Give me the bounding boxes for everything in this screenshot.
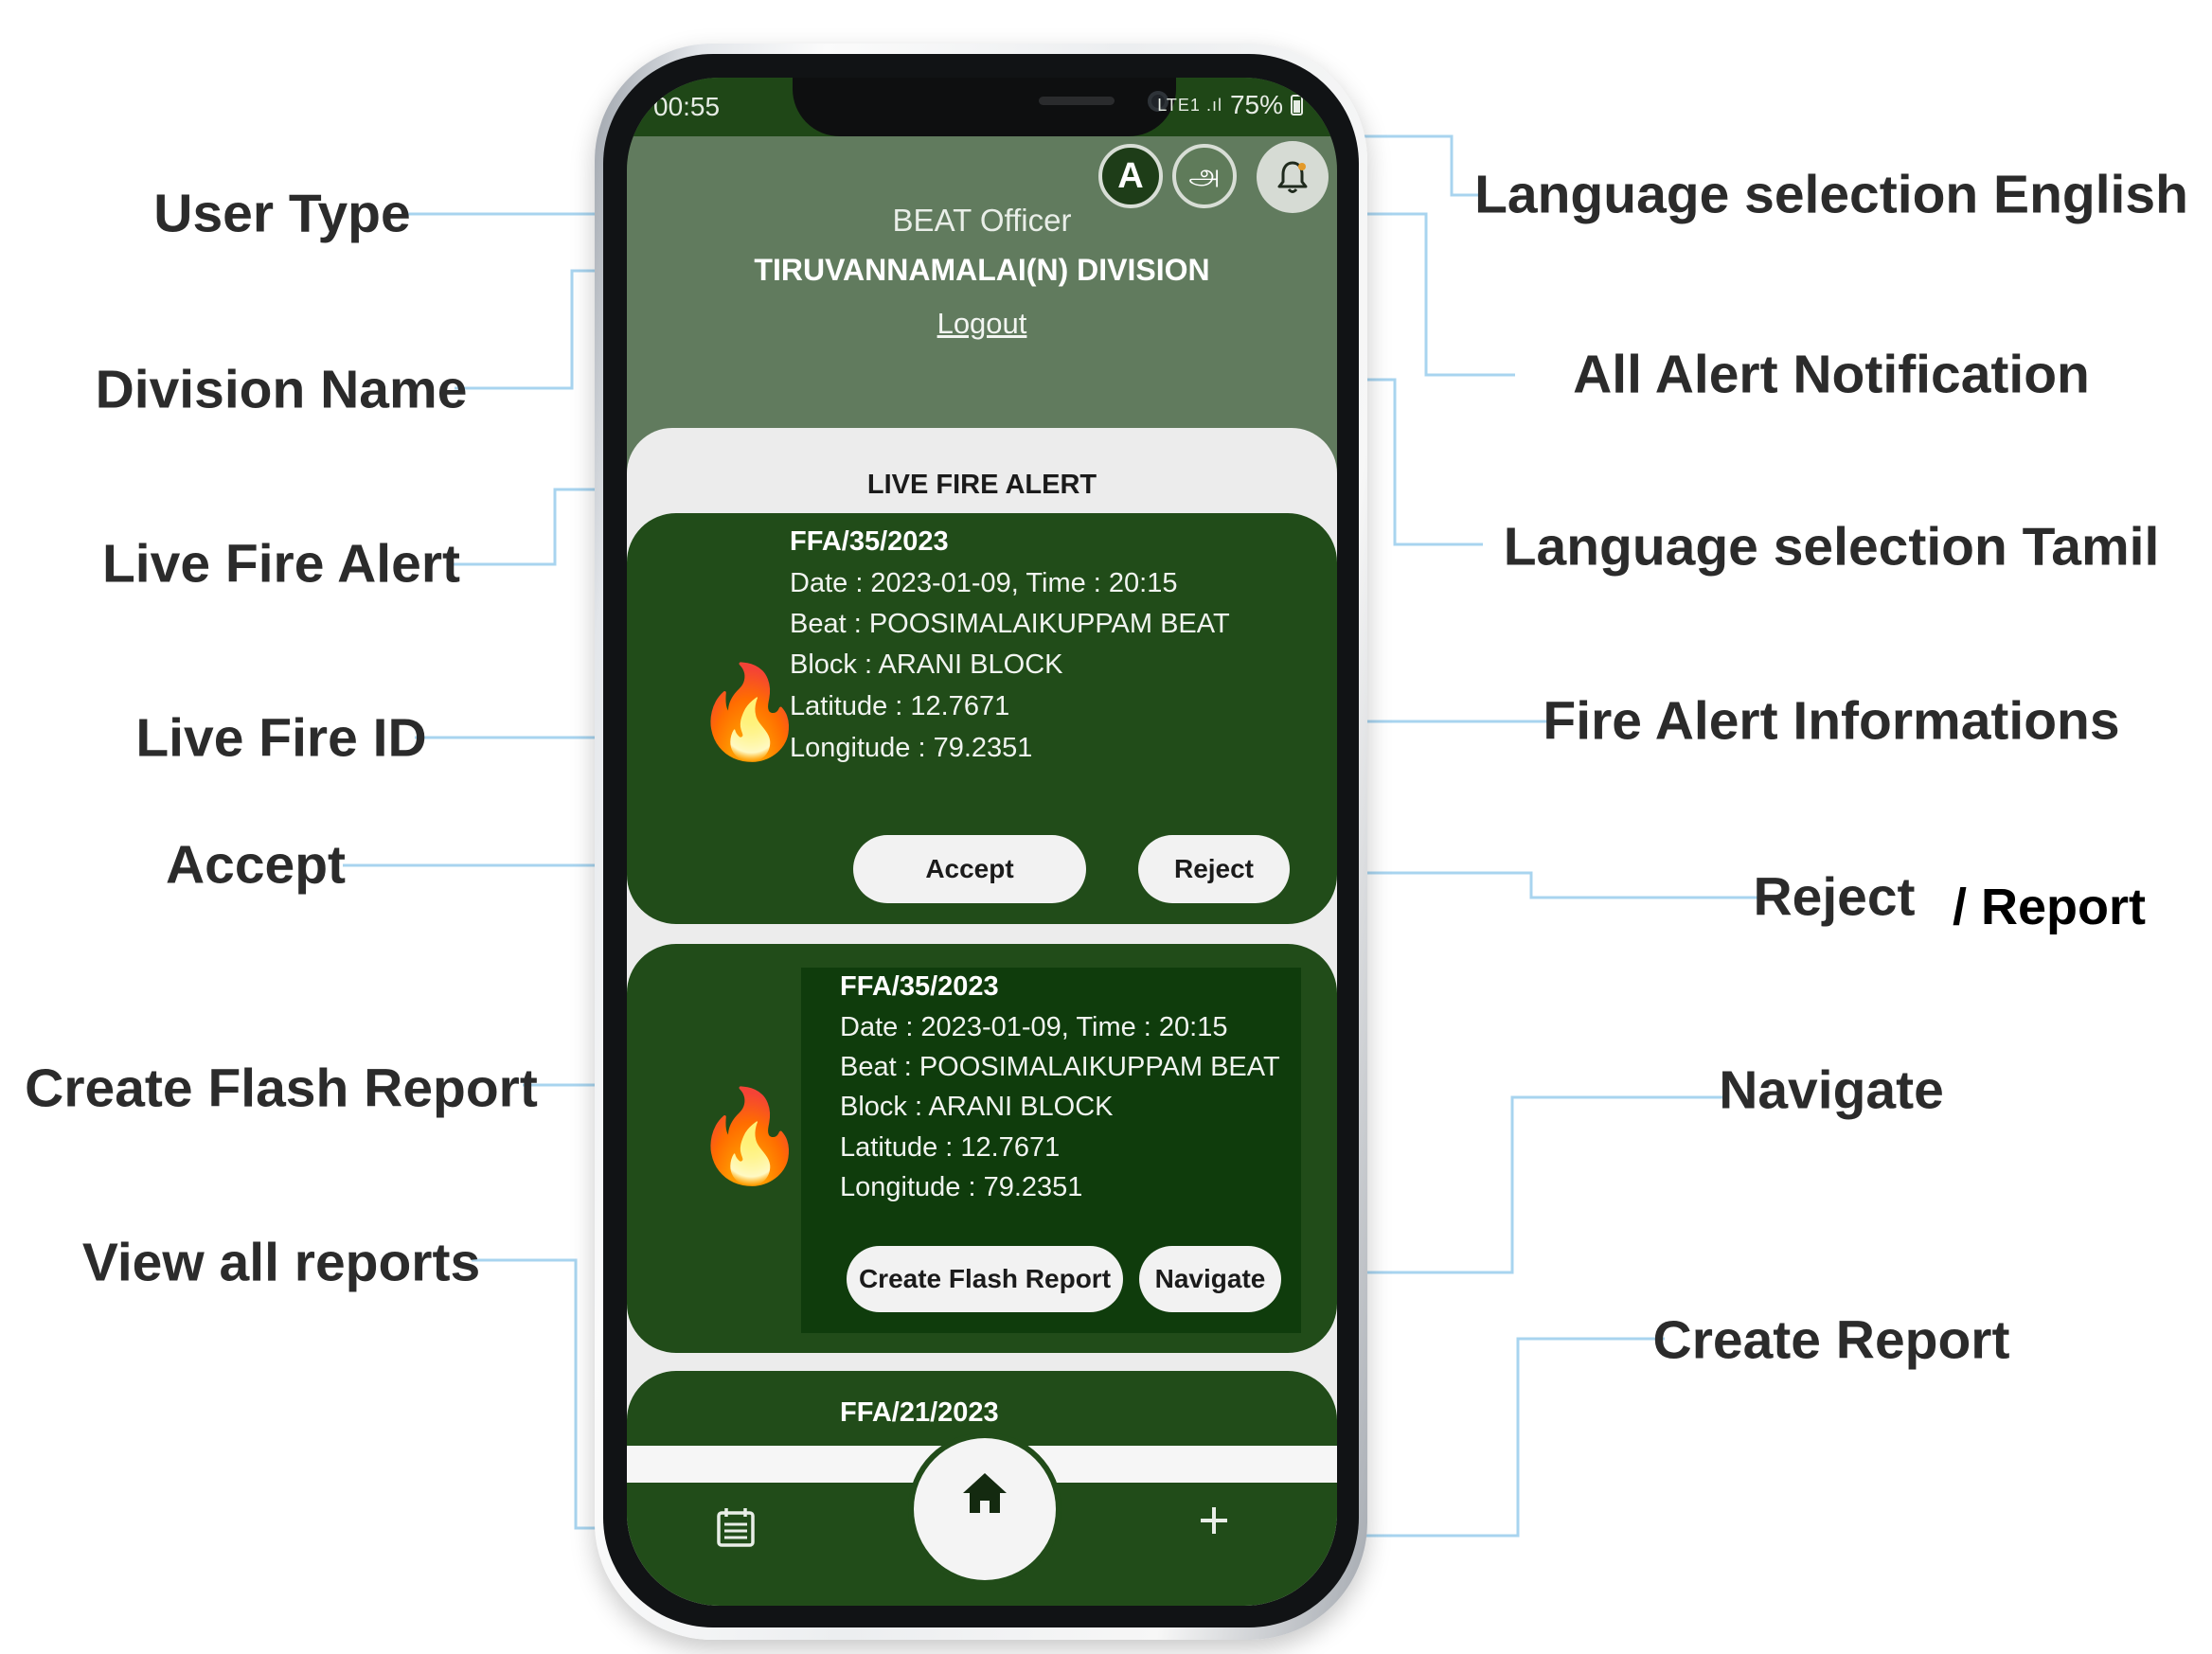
navigate-button[interactable]: Navigate xyxy=(1139,1246,1281,1312)
callout-navigate: Navigate xyxy=(1719,1059,1944,1121)
create-report-button[interactable] xyxy=(1195,1502,1233,1539)
fire-alert-longitude: Longitude : 79.2351 xyxy=(790,733,1033,763)
fire-alert-longitude: Longitude : 79.2351 xyxy=(840,1172,1083,1202)
fire-alert-id: FFA/35/2023 xyxy=(790,526,949,557)
plus-icon xyxy=(1201,1507,1227,1534)
language-english-button[interactable]: A xyxy=(1098,144,1163,208)
fire-alert-latitude: Latitude : 12.7671 xyxy=(840,1132,1061,1163)
callout-user-type: User Type xyxy=(153,183,411,244)
callout-accept: Accept xyxy=(165,834,347,896)
fire-alert-beat: Beat : POOSIMALAIKUPPAM BEAT xyxy=(840,1052,1280,1082)
bell-icon xyxy=(1277,161,1308,193)
user-type-label: BEAT Officer xyxy=(892,203,1072,238)
callout-report: / Report xyxy=(1952,879,2147,935)
section-title: LIVE FIRE ALERT xyxy=(866,470,1097,500)
status-bar: 00:55 LTE1 .ıl 75% xyxy=(627,78,1337,136)
fire-alert-id: FFA/21/2023 xyxy=(840,1397,999,1428)
fire-alert-latitude: Latitude : 12.7671 xyxy=(790,691,1010,721)
callout-reject: Reject xyxy=(1753,866,1916,928)
callout-all-alert-notification: All Alert Notification xyxy=(1573,344,2090,405)
callout-division-name: Division Name xyxy=(95,359,468,420)
callout-create-flash-report: Create Flash Report xyxy=(25,1058,538,1119)
home-button[interactable] xyxy=(914,1438,1056,1580)
signal-icon: LTE1 .ıl xyxy=(1157,95,1222,115)
fire-alert-date-time: Date : 2023-01-09, Time : 20:15 xyxy=(840,1012,1228,1042)
calendar-list-icon xyxy=(717,1508,755,1547)
fire-alert-id: FFA/35/2023 xyxy=(840,971,999,1002)
language-tamil-button[interactable]: அ xyxy=(1172,144,1237,208)
callout-live-fire-alert: Live Fire Alert xyxy=(101,533,461,595)
logout-link[interactable]: Logout xyxy=(937,307,1027,340)
alert-notification-button[interactable] xyxy=(1257,141,1329,213)
fire-alert-block: Block : ARANI BLOCK xyxy=(840,1092,1114,1122)
callout-live-fire-id: Live Fire ID xyxy=(135,707,427,769)
division-name-label: TIRUVANNAMALAI(N) DIVISION xyxy=(754,253,1210,287)
view-all-reports-button[interactable] xyxy=(714,1505,758,1549)
accept-button[interactable]: Accept xyxy=(853,835,1086,903)
camera-notch xyxy=(793,78,1176,136)
callout-language-english: Language selection English xyxy=(1474,164,2188,225)
callout-create-report: Create Report xyxy=(1652,1309,2010,1371)
reject-button[interactable]: Reject xyxy=(1138,835,1290,903)
create-flash-report-button[interactable]: Create Flash Report xyxy=(847,1246,1123,1312)
status-time: 00:55 xyxy=(653,92,721,121)
language-tamil-label: அ xyxy=(1188,157,1221,191)
battery-percentage: 75% xyxy=(1229,90,1283,119)
callout-fire-alert-informations: Fire Alert Informations xyxy=(1543,690,2120,752)
fire-alert-block: Block : ARANI BLOCK xyxy=(790,649,1063,680)
language-english-label: A xyxy=(1117,155,1144,196)
callout-view-all-reports: View all reports xyxy=(81,1232,481,1293)
app-screen: 00:55 LTE1 .ıl 75% A அ BEAT Officer TIRU… xyxy=(627,78,1337,1606)
fire-icon: 🔥 xyxy=(693,1083,807,1189)
battery-icon xyxy=(1291,95,1303,116)
fire-alert-date-time: Date : 2023-01-09, Time : 20:15 xyxy=(790,568,1178,598)
status-indicators: LTE1 .ıl 75% xyxy=(1157,90,1303,120)
callout-language-tamil: Language selection Tamil xyxy=(1503,516,2160,578)
front-camera xyxy=(1148,91,1168,112)
fire-alert-beat: Beat : POOSIMALAIKUPPAM BEAT xyxy=(790,609,1230,639)
home-icon xyxy=(960,1469,1009,1517)
earpiece-speaker xyxy=(1039,97,1115,105)
fire-icon: 🔥 xyxy=(693,659,807,765)
